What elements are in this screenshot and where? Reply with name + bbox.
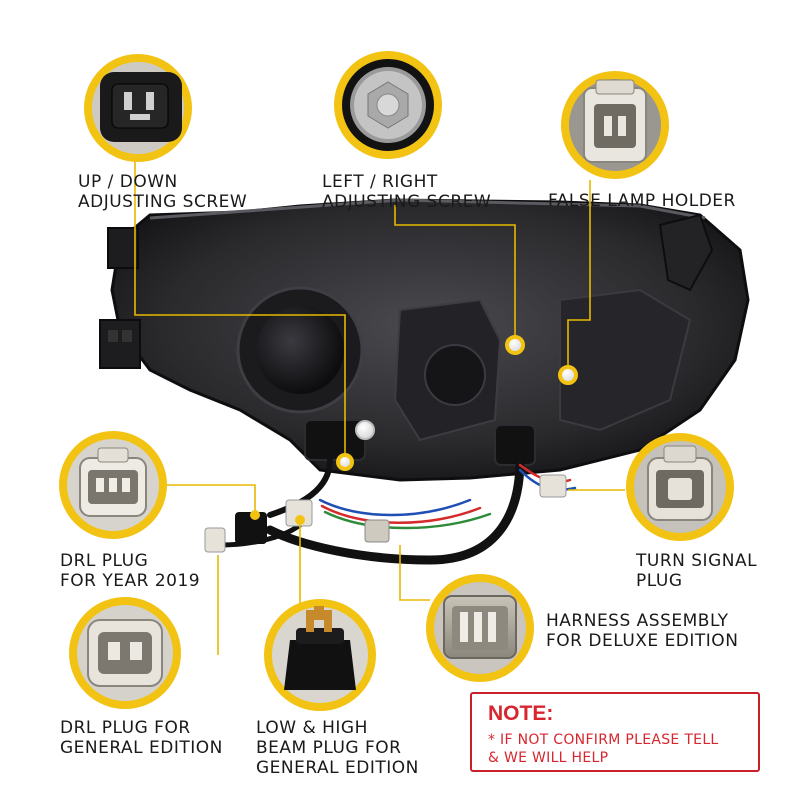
label-up-down-adjusting-screw: UP / DOWN ADJUSTING SCREW xyxy=(78,172,247,212)
marker-left-right-screw xyxy=(505,335,525,355)
inset-drl-general xyxy=(69,597,181,709)
inset-left-right xyxy=(334,51,442,159)
label-harness-assembly: HARNESS ASSEMBLY FOR DELUXE EDITION xyxy=(546,611,738,651)
note-line-1: * IF NOT CONFIRM PLEASE TELL xyxy=(488,732,719,748)
label-line: LEFT / RIGHT xyxy=(322,172,438,192)
inset-false-lamp xyxy=(561,71,669,179)
label-turn-signal-plug: TURN SIGNAL PLUG xyxy=(636,551,757,591)
highlight-markers xyxy=(250,335,578,525)
headlight-housing xyxy=(99,198,750,482)
turn-signal-plug-small xyxy=(539,474,567,498)
label-line: ADJUSTING SCREW xyxy=(322,192,492,212)
note-title: NOTE: xyxy=(488,702,554,725)
note-box: NOTE: * IF NOT CONFIRM PLEASE TELL & WE … xyxy=(470,692,760,772)
label-drl-plug-2019: DRL PLUG FOR YEAR 2019 xyxy=(60,551,200,591)
label-line: GENERAL EDITION xyxy=(60,738,223,758)
label-false-lamp-holder: FALSE LAMP HOLDER xyxy=(548,191,736,211)
label-line: PLUG xyxy=(636,571,683,591)
label-low-high-beam-plug: LOW & HIGH BEAM PLUG FOR GENERAL EDITION xyxy=(256,718,419,778)
connector-2pin-icon xyxy=(87,619,163,687)
low-high-beam-socket xyxy=(235,512,267,544)
label-line: LOW & HIGH xyxy=(256,718,368,738)
marker-low-high xyxy=(295,515,305,525)
screw-head xyxy=(355,420,375,440)
adjusting-screw-icon xyxy=(350,67,426,143)
note-line-2: & WE WILL HELP xyxy=(488,750,609,766)
inset-harness xyxy=(426,574,534,682)
label-line: FOR DELUXE EDITION xyxy=(546,631,739,651)
label-line: TURN SIGNAL xyxy=(636,551,758,571)
marker-up-down-screw xyxy=(336,453,354,471)
label-line: DRL PLUG xyxy=(60,551,149,571)
connector-3pin-icon xyxy=(79,447,147,517)
drl-2019-plug-small xyxy=(204,527,226,553)
false-lamp-holder-icon xyxy=(583,79,647,163)
label-drl-plug-general: DRL PLUG FOR GENERAL EDITION xyxy=(60,718,223,758)
connector-2pin-icon xyxy=(647,445,713,521)
inset-low-high xyxy=(264,599,376,711)
label-line: ADJUSTING SCREW xyxy=(78,192,248,212)
bulb-socket-icon xyxy=(284,606,356,690)
marker-false-lamp xyxy=(558,365,578,385)
label-line: DRL PLUG FOR xyxy=(60,718,191,738)
label-line: FALSE LAMP HOLDER xyxy=(548,191,736,211)
label-line: GENERAL EDITION xyxy=(256,758,419,778)
label-line: HARNESS ASSEMBLY xyxy=(546,611,729,631)
label-line: UP / DOWN xyxy=(78,172,178,192)
inset-drl-2019 xyxy=(59,431,167,539)
drl-general-plug-small xyxy=(285,499,313,527)
connector-2pin-icon xyxy=(100,72,182,142)
label-line: BEAM PLUG FOR xyxy=(256,738,402,758)
connector-4pin-icon xyxy=(443,595,517,659)
inset-turn-signal xyxy=(626,433,734,541)
marker-drl-2019 xyxy=(250,510,260,520)
inset-up-down xyxy=(84,54,192,162)
label-line: FOR YEAR 2019 xyxy=(60,571,201,591)
label-left-right-adjusting-screw: LEFT / RIGHT ADJUSTING SCREW xyxy=(322,172,491,212)
harness-connector-small xyxy=(364,519,390,543)
